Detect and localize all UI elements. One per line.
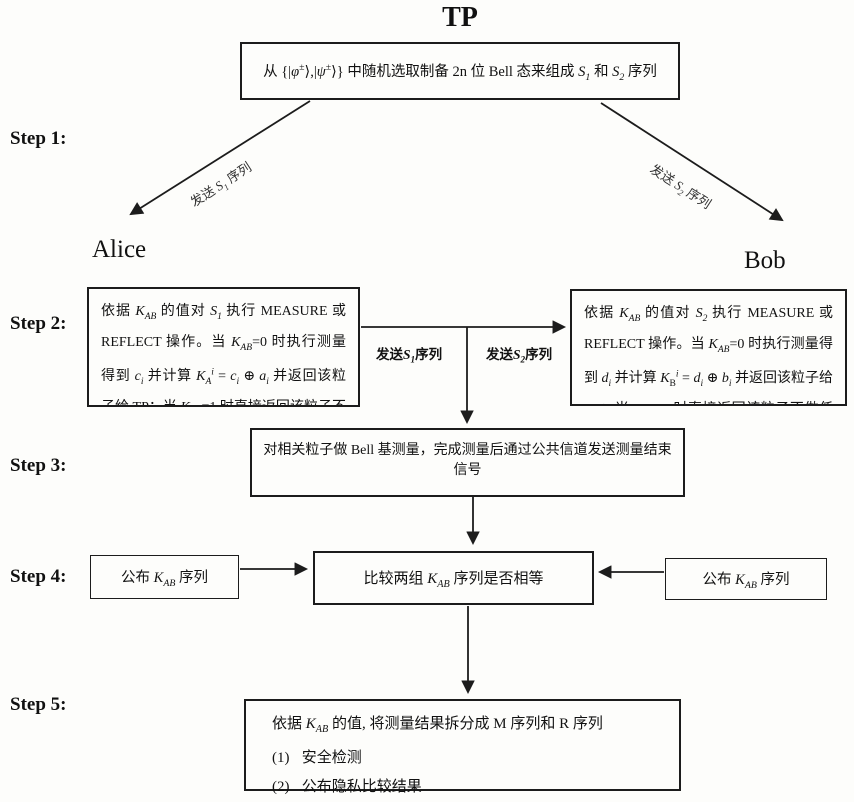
alice-label: Alice	[92, 236, 147, 263]
result-split-line1: 依据 KAB 的值, 将测量结果拆分成 M 序列和 R 序列	[272, 716, 603, 735]
publish-kab-left-text: 公布 KAB 序列	[121, 569, 208, 589]
item2-text: 公布隐私比较结果	[301, 779, 422, 795]
result-split-box: 依据 KAB 的值, 将测量结果拆分成 M 序列和 R 序列 (1) 安全检测 …	[244, 699, 681, 795]
bob-operation-text: 依据 KAB 的值对 S2 执行 MEASURE 或 REFLECT 操作。当 …	[584, 306, 834, 404]
result-split-item1: (1) 安全检测	[272, 744, 669, 773]
result-split-item2: (2) 公布隐私比较结果	[272, 773, 669, 802]
send-s2-return-label: 发送S2序列	[486, 347, 553, 365]
alice-operation-text: 依据 KAB 的值对 S1 执行 MEASURE 或 REFLECT 操作。当 …	[101, 304, 347, 405]
bell-measurement-text: 对相关粒子做 Bell 基测量，完成测量后通过公共信道发送测量结束信号	[263, 443, 672, 478]
bob-operation-box: 依据 KAB 的值对 S2 执行 MEASURE 或 REFLECT 操作。当 …	[570, 289, 847, 406]
step5-label: Step 5:	[10, 694, 67, 715]
publish-kab-right-text: 公布 KAB 序列	[702, 571, 790, 591]
alice-operation-box: 依据 KAB 的值对 S1 执行 MEASURE 或 REFLECT 操作。当 …	[87, 287, 360, 407]
bell-measurement-box: 对相关粒子做 Bell 基测量，完成测量后通过公共信道发送测量结束信号	[250, 428, 685, 497]
bob-label: Bob	[744, 247, 786, 274]
item1-text: 安全检测	[301, 750, 362, 766]
step1-label: Step 1:	[10, 128, 67, 149]
publish-kab-left-box: 公布 KAB 序列	[90, 555, 239, 599]
item1-number: (1)	[272, 750, 290, 766]
arrow-tp-to-alice	[129, 100, 311, 216]
compare-kab-text: 比较两组 KAB 序列是否相等	[363, 570, 544, 590]
item2-number: (2)	[272, 779, 290, 795]
step3-label: Step 3:	[10, 455, 67, 476]
tp-prepare-box: 从 {|φ±⟩,|ψ±⟩} 中随机选取制备 2n 位 Bell 态来组成 S1 …	[240, 42, 680, 100]
compare-kab-box: 比较两组 KAB 序列是否相等	[313, 551, 594, 605]
tp-title: TP	[442, 2, 478, 33]
publish-kab-right-box: 公布 KAB 序列	[665, 558, 827, 600]
step4-label: Step 4:	[10, 566, 67, 587]
arrow-tp-to-bob	[600, 102, 784, 222]
send-s1-return-label: 发送S1序列	[376, 347, 443, 365]
tp-prepare-text: 从 {|φ±⟩,|ψ±⟩} 中随机选取制备 2n 位 Bell 态来组成 S1 …	[263, 61, 657, 83]
step2-label: Step 2:	[10, 313, 67, 334]
